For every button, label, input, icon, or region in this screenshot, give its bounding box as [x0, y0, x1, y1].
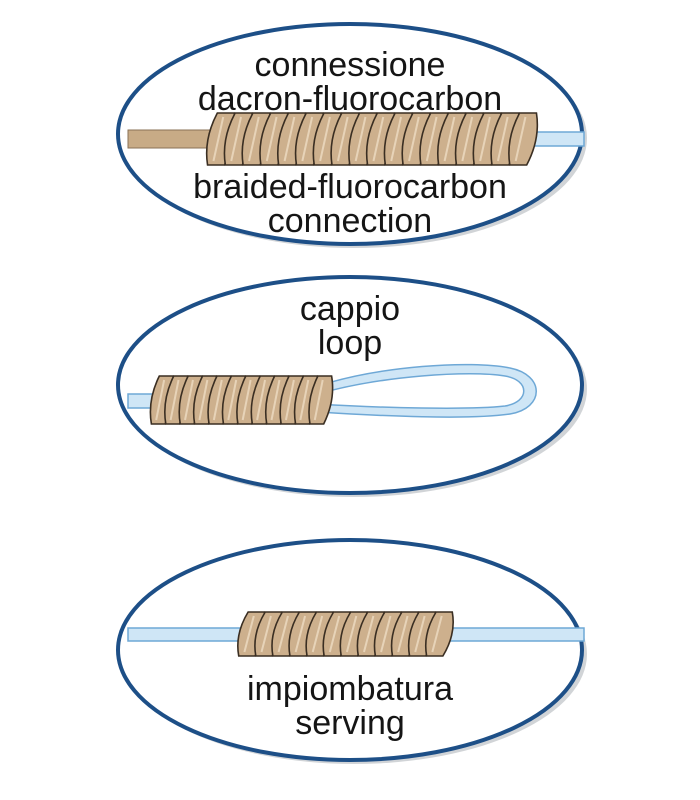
serving-wrap — [149, 375, 334, 425]
loop-panel: cappio loop — [116, 275, 587, 497]
wrap-coil-highlight — [277, 615, 289, 653]
wrap-coil-highlight — [155, 379, 166, 421]
wrap-coil-highlight — [260, 615, 272, 653]
wrap-coil-highlight — [265, 116, 278, 162]
label-impiombatura: impiombatura — [247, 670, 453, 708]
wrap-coil-highlight — [496, 116, 509, 162]
wrap-coil-highlight — [425, 116, 438, 162]
wrap-coil-highlight — [248, 116, 260, 162]
wrap-coil-highlight — [212, 379, 223, 421]
wrap-coil-highlight — [397, 615, 409, 653]
wrap-coil-highlight — [184, 379, 194, 421]
wrap-coil-highlight — [319, 116, 331, 162]
wrap-coil-highlight — [514, 116, 527, 162]
wrap-coil-highlight — [313, 379, 324, 421]
wrap-coil — [424, 611, 454, 657]
label-cappio: cappio — [300, 290, 400, 328]
wrap-coil-highlight — [479, 116, 491, 162]
wrap-coil-highlight — [354, 116, 367, 162]
wrap-coil-highlight — [227, 379, 238, 421]
label-connessione: connessione — [255, 46, 446, 84]
wrap-coil — [508, 112, 539, 166]
wrap-coil-highlight — [241, 379, 252, 421]
serving-wrap — [205, 112, 539, 166]
label-serving: serving — [295, 704, 405, 742]
wrap-coil-highlight — [256, 379, 267, 421]
wrap-coil-highlight — [243, 615, 255, 653]
wrap-coil-highlight — [299, 379, 310, 421]
wrap-coil-highlight — [345, 615, 358, 653]
wrap-coil-highlight — [443, 116, 456, 162]
label-connection: connection — [268, 202, 432, 240]
wrap-coil-highlight — [414, 615, 426, 653]
wrap-coil-highlight — [294, 615, 307, 653]
wrap-coil-highlight — [301, 116, 314, 162]
wrap-coil-highlight — [284, 379, 295, 421]
label-braided-fluorocarbon: braided-fluorocarbon — [193, 168, 507, 206]
wrap-coil-highlight — [328, 615, 341, 653]
wrap-coil-highlight — [311, 615, 324, 653]
wrap-coil-highlight — [372, 116, 385, 162]
wrap-coil-highlight — [363, 615, 375, 653]
wrap-coil-highlight — [230, 116, 242, 162]
wrap-coil-highlight — [336, 116, 349, 162]
wrap-coil — [308, 375, 334, 425]
wrap-coil-highlight — [169, 379, 180, 421]
wrap-coil-highlight — [212, 116, 225, 162]
wrap-coil-highlight — [283, 116, 296, 162]
wrap-coil-highlight — [198, 379, 209, 421]
wrap-coil-highlight — [380, 615, 392, 653]
serving-wrap — [237, 611, 454, 657]
label-dacron-fluorocarbon: dacron-fluorocarbon — [198, 80, 502, 118]
serving-panel: impiombatura serving — [116, 538, 587, 764]
wrap-coil-highlight — [431, 615, 443, 653]
label-loop: loop — [318, 324, 382, 362]
wrap-coil-highlight — [461, 116, 474, 162]
wrap-coil-highlight — [270, 379, 281, 421]
connection-panel: connessione dacron-fluorocarbon braided-… — [116, 22, 587, 248]
wrap-coil-highlight — [390, 116, 402, 162]
wrap-coil-highlight — [408, 116, 420, 162]
